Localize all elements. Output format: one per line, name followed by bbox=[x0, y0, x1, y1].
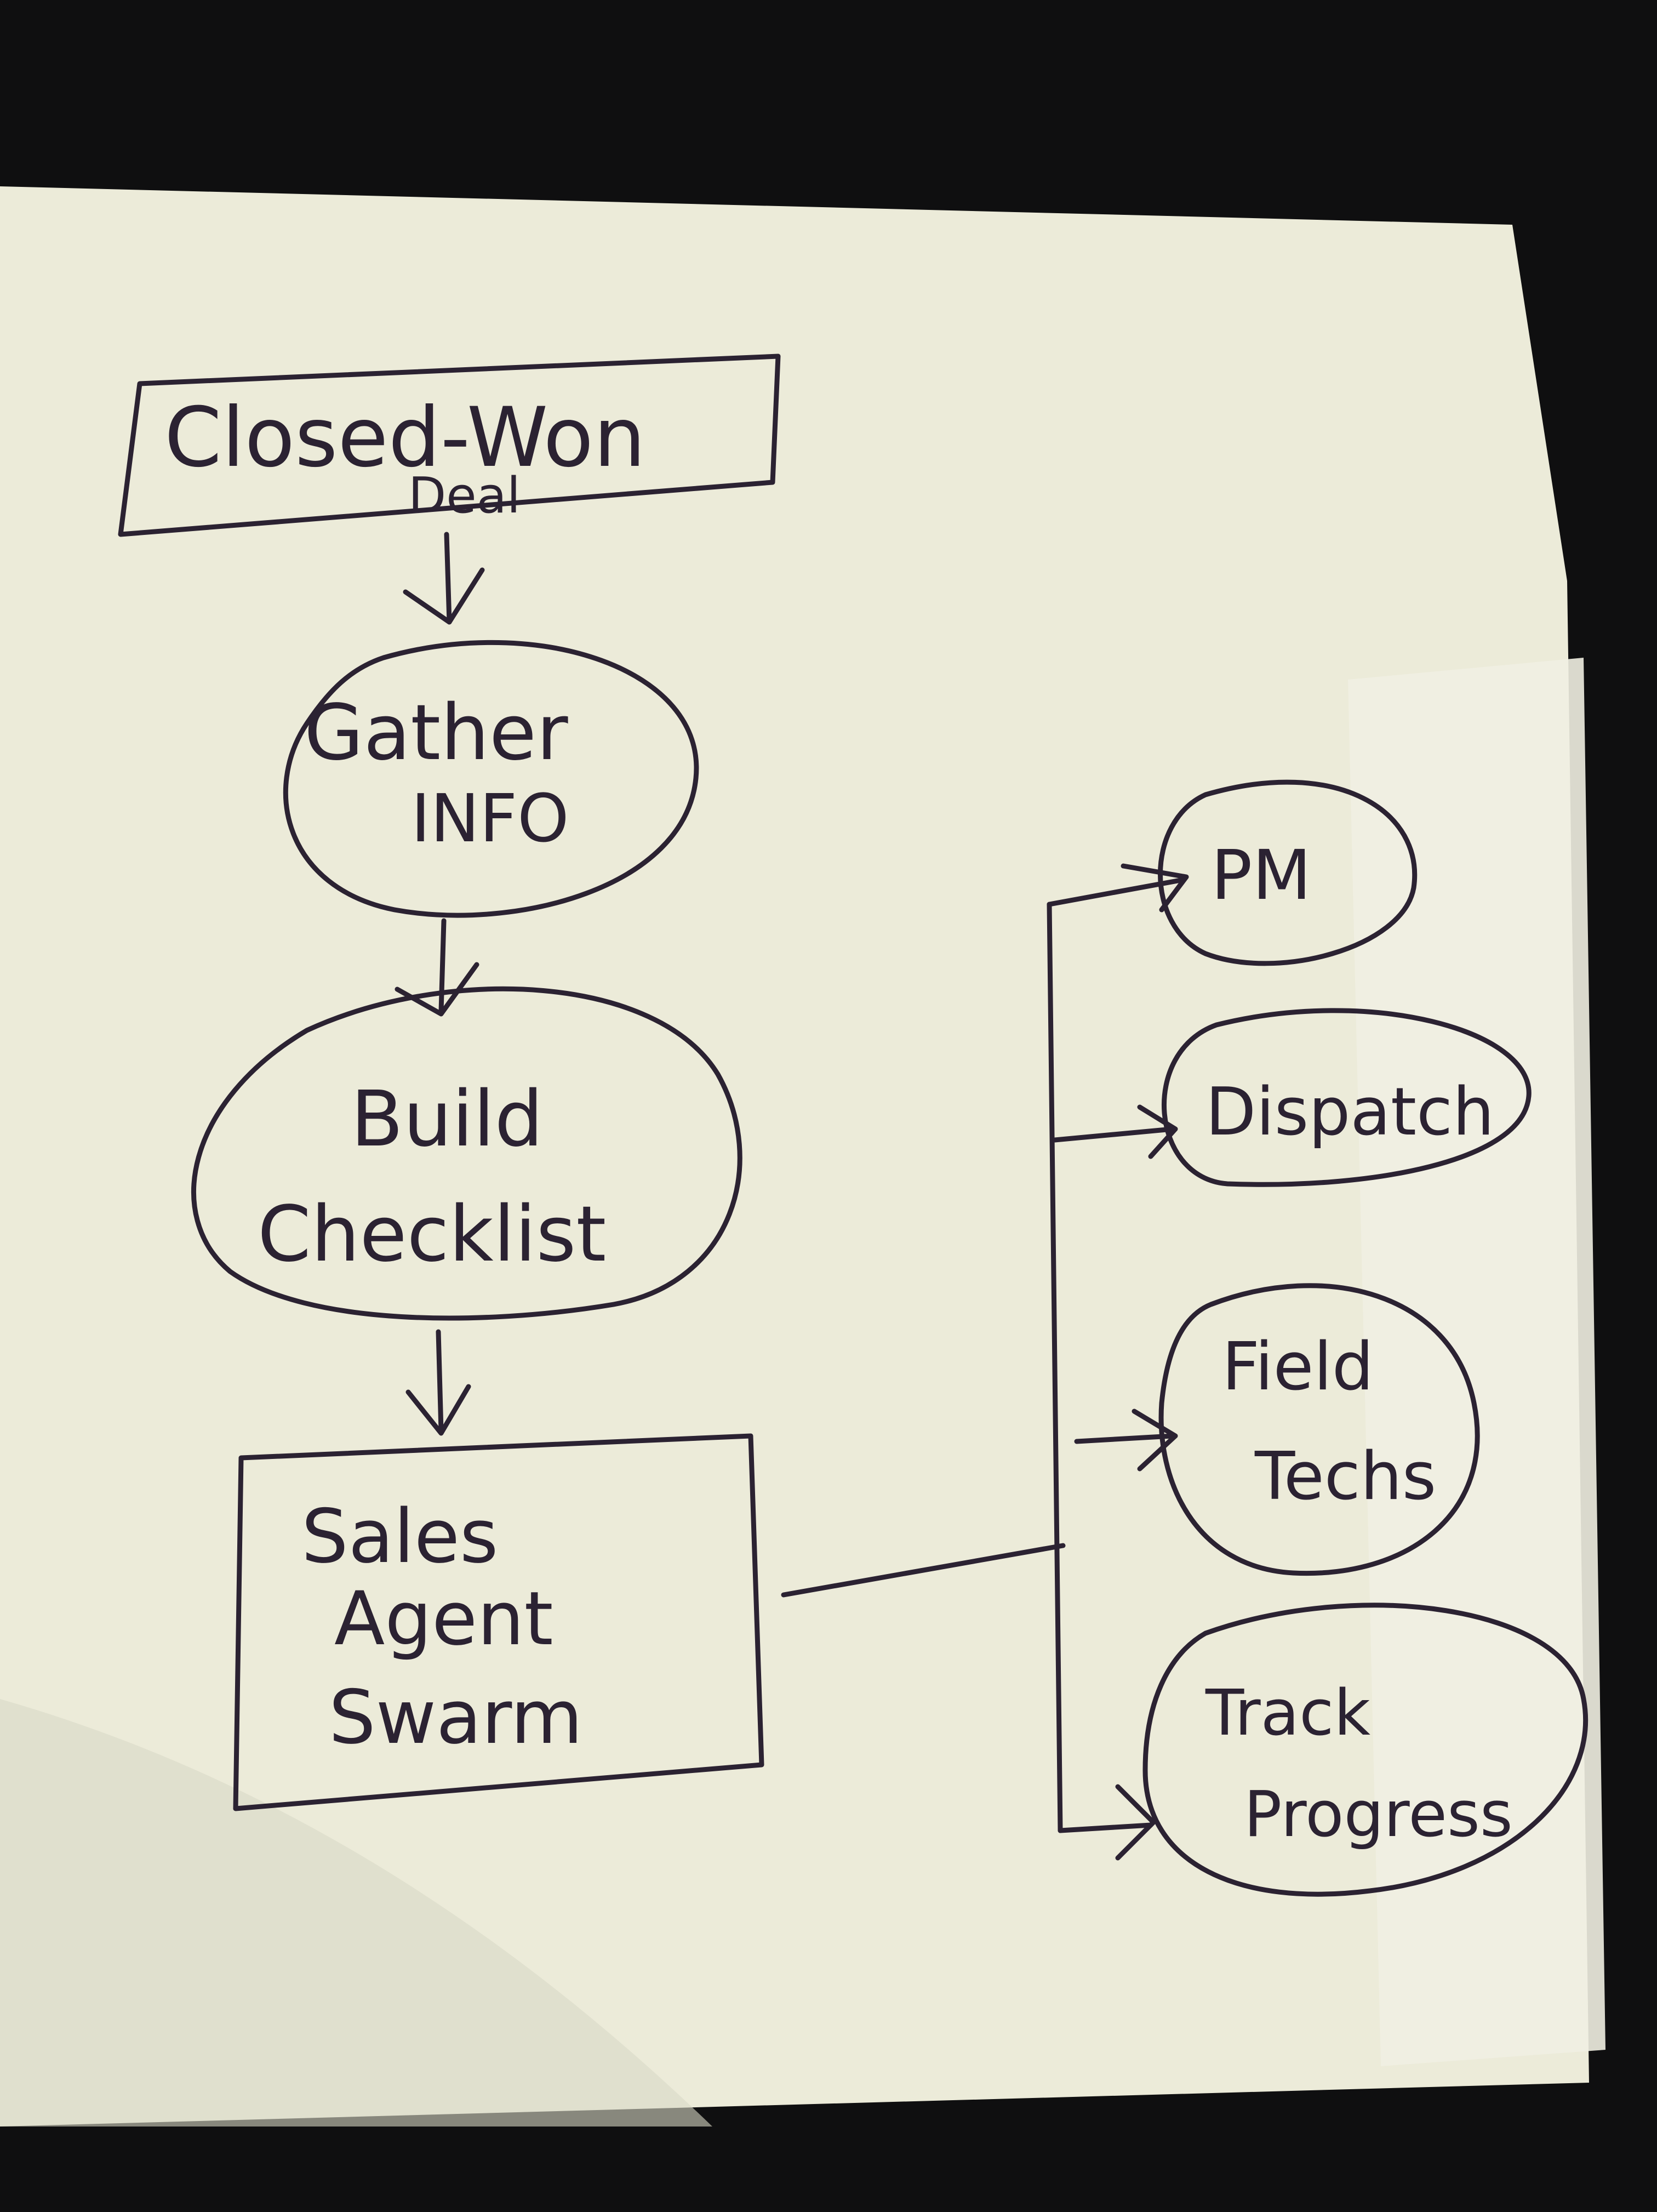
arrow-build-to-swarm-head bbox=[405, 1384, 471, 1436]
branch-to-dispatch-head bbox=[1137, 1104, 1178, 1159]
arrow-gather-to-build bbox=[438, 918, 447, 1014]
track-line2: Progress bbox=[1244, 1778, 1513, 1851]
branch-to-track-progress-head bbox=[1115, 1784, 1156, 1861]
dispatch-label: Dispatch bbox=[1205, 1074, 1494, 1150]
build-checklist-oval bbox=[191, 986, 742, 1321]
swarm-line1: Sales bbox=[301, 1493, 498, 1580]
napkin-shadow bbox=[0, 1699, 712, 2127]
closed-won-line1: Closed-Won bbox=[164, 390, 645, 486]
gather-line2: INFO bbox=[411, 781, 569, 857]
swarm-line2: Agent bbox=[334, 1576, 553, 1662]
branch-to-field-techs bbox=[1074, 1433, 1175, 1444]
build-line2: Checklist bbox=[258, 1190, 606, 1279]
pm-label: PM bbox=[1211, 836, 1311, 915]
closed-won-line2: Deal bbox=[408, 467, 521, 525]
track-progress-oval bbox=[1142, 1603, 1589, 1897]
connector-bus bbox=[1047, 902, 1063, 1833]
arrow-build-to-swarm bbox=[436, 1329, 444, 1433]
napkin-fold bbox=[1348, 658, 1605, 2066]
closed-won-box bbox=[118, 354, 781, 537]
gather-info-oval bbox=[283, 640, 699, 918]
track-line1: Track bbox=[1205, 1677, 1370, 1750]
branch-to-pm bbox=[1047, 877, 1186, 907]
connector-swarm-to-bus bbox=[781, 1543, 1066, 1598]
field-techs-line1: Field bbox=[1222, 1329, 1374, 1405]
branch-to-dispatch bbox=[1052, 1126, 1175, 1143]
gather-line1: Gather bbox=[304, 688, 568, 778]
branch-to-pm-head bbox=[1121, 863, 1189, 913]
branch-to-track-progress bbox=[1058, 1822, 1153, 1833]
arrow-closed-to-gather bbox=[444, 532, 452, 625]
field-techs-line2: Techs bbox=[1254, 1439, 1436, 1515]
swarm-line3: Swarm bbox=[329, 1674, 582, 1760]
field-techs-oval bbox=[1158, 1283, 1480, 1576]
build-line1: Build bbox=[351, 1075, 543, 1164]
arrow-gather-to-build-head bbox=[395, 962, 479, 1017]
arrow-closed-to-gather-head bbox=[403, 567, 485, 625]
branch-to-field-techs-head bbox=[1132, 1409, 1178, 1472]
sales-agent-swarm-box bbox=[233, 1433, 764, 1811]
